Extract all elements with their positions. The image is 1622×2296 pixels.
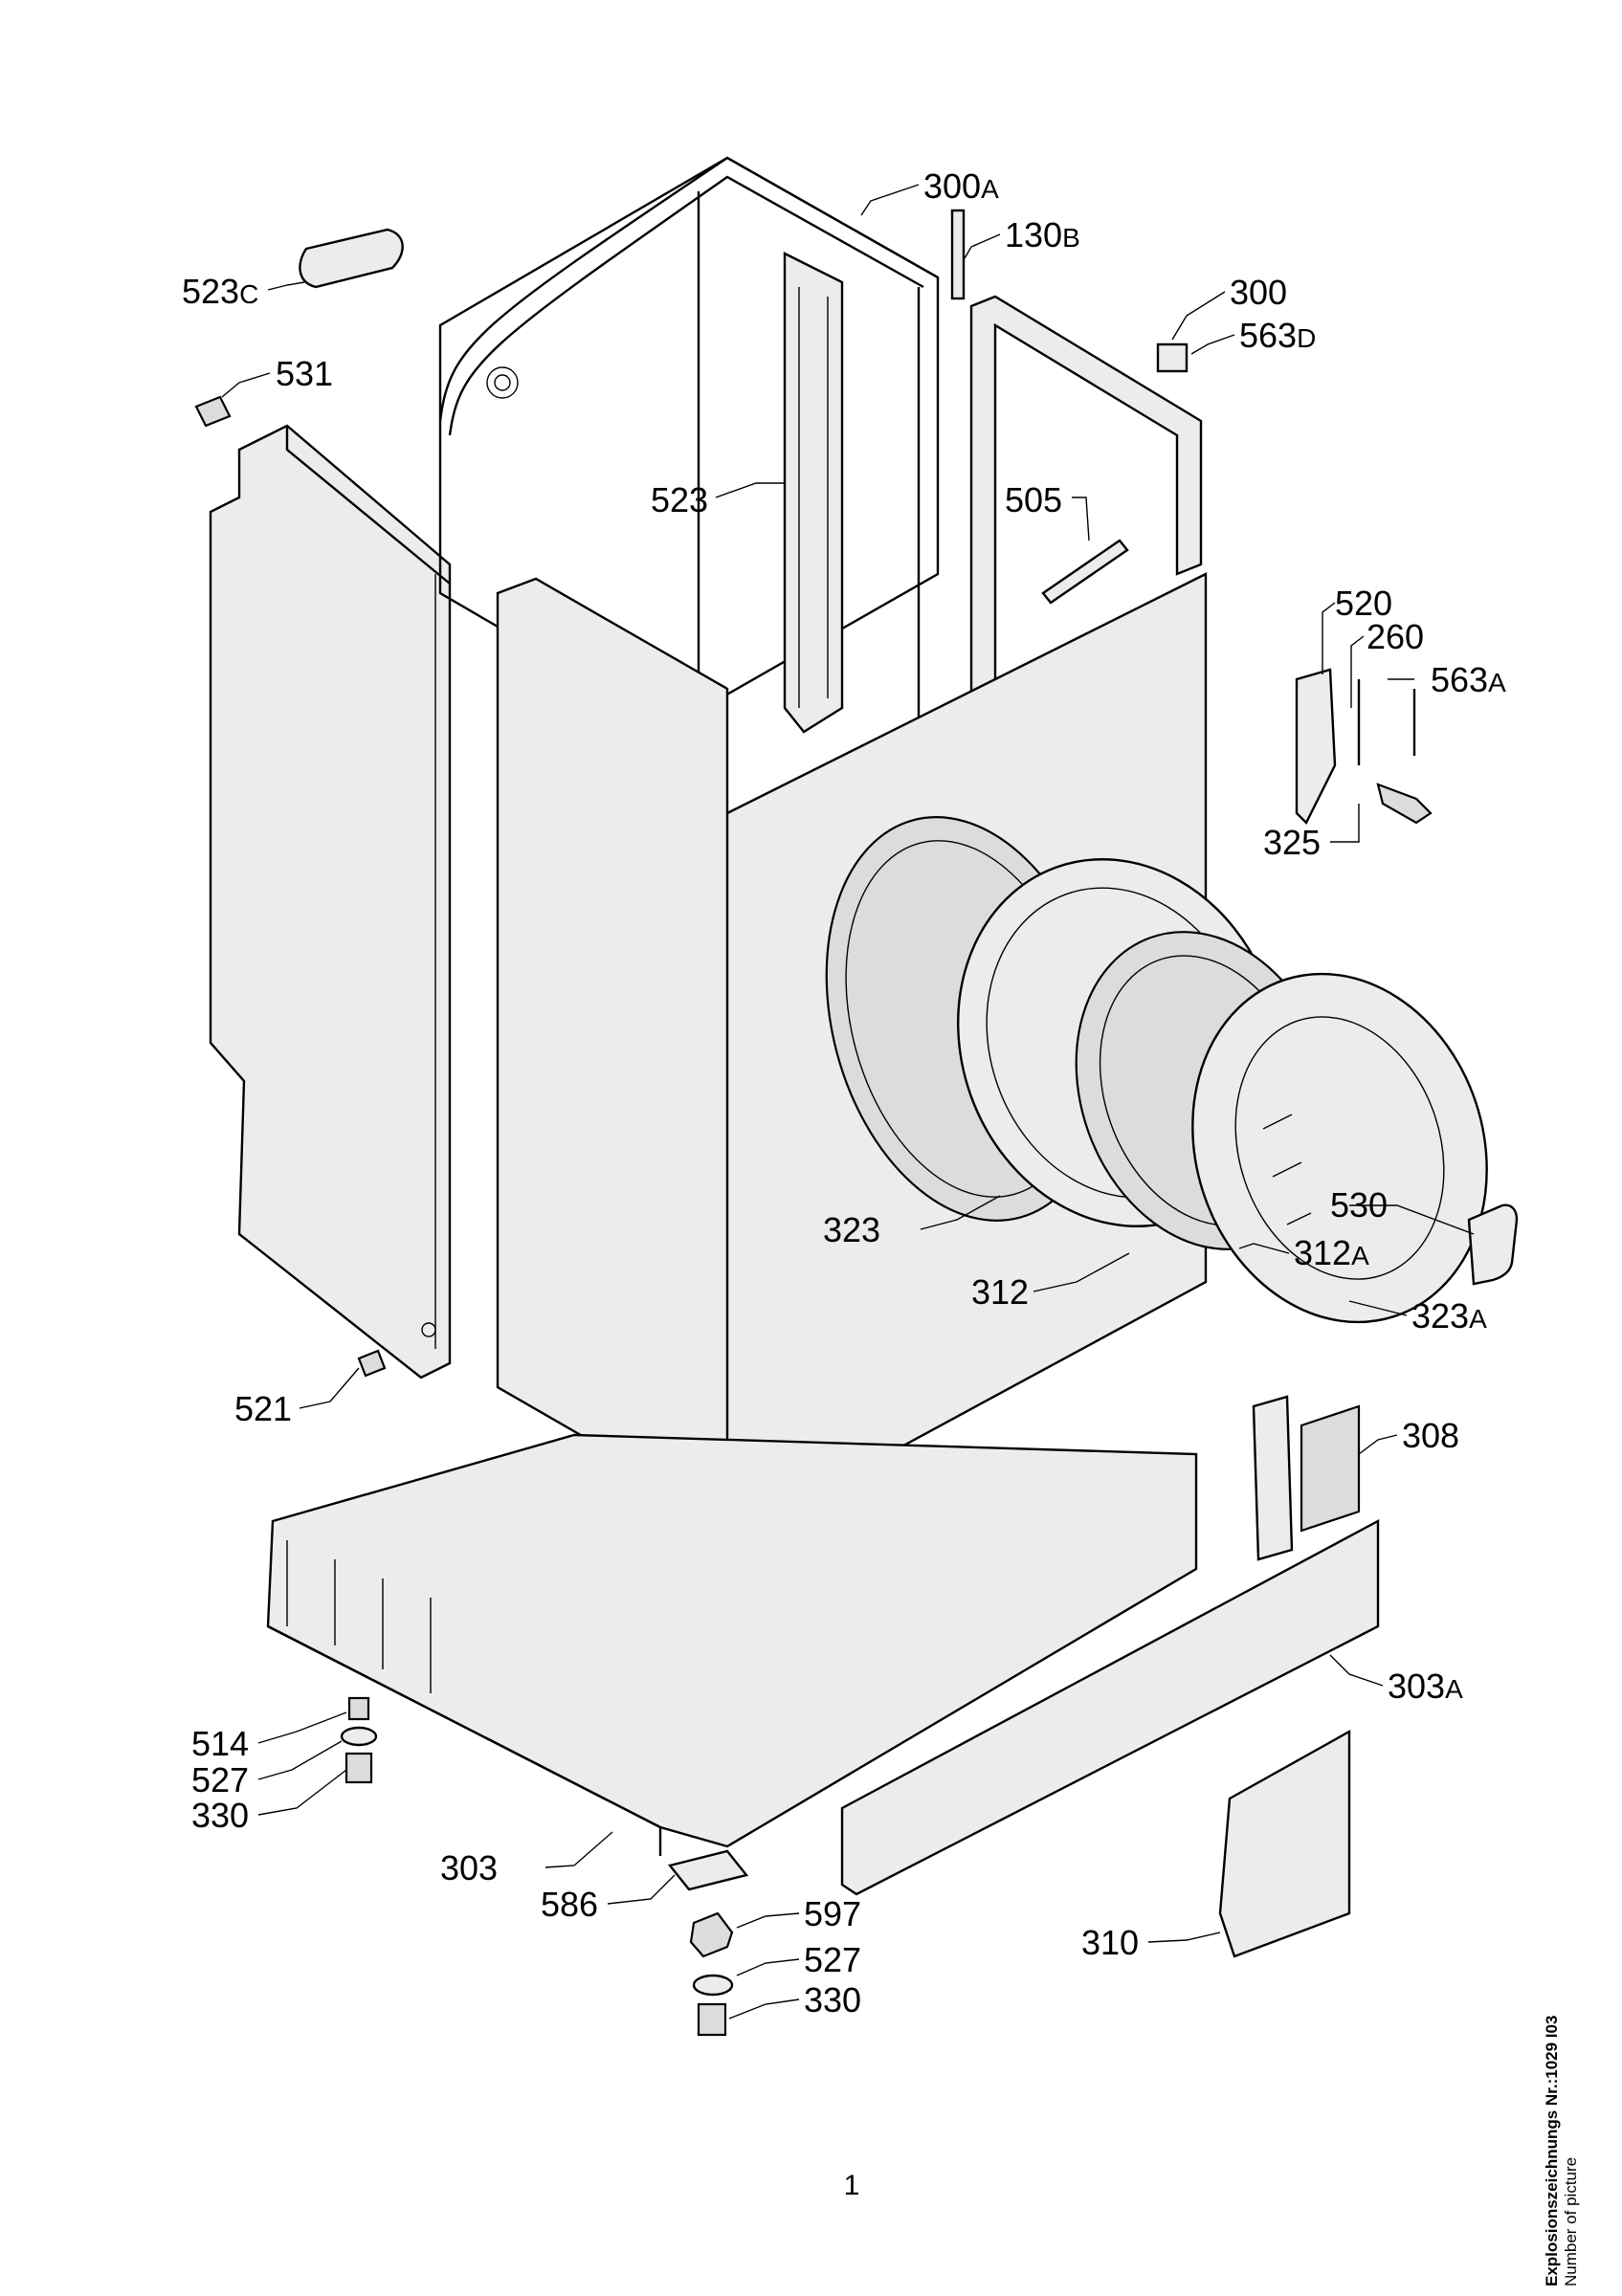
label-330-left: 330: [191, 1796, 249, 1835]
part-labels: 300A 130B 523C 300 563D 531 523 505 520 …: [182, 166, 1506, 2020]
label-505: 505: [1005, 480, 1062, 519]
label-523c: 523C: [182, 272, 258, 311]
feet-right: [667, 1849, 749, 2037]
side-panel-left: [209, 424, 452, 1380]
label-323: 323: [823, 1210, 880, 1249]
label-514: 514: [191, 1724, 249, 1763]
page-number: 1: [843, 2170, 860, 2201]
rod-505: [1041, 539, 1129, 605]
label-312a: 312A: [1294, 1233, 1369, 1272]
label-325: 325: [1263, 823, 1321, 862]
picture-caption: Number of picture: [1562, 2156, 1580, 2286]
lock-parts: [1295, 668, 1433, 826]
label-330-right: 330: [804, 1980, 861, 2020]
hinge-308: [1252, 1395, 1361, 1561]
label-310: 310: [1081, 1923, 1139, 1962]
plinth-303a: [840, 1518, 1380, 1896]
label-527-right: 527: [804, 1940, 861, 1979]
label-530: 530: [1330, 1185, 1388, 1225]
label-563a: 563A: [1431, 660, 1506, 699]
leader-lines: [221, 184, 1475, 2020]
feet-left: [340, 1696, 378, 1784]
label-130b: 130B: [1005, 215, 1080, 254]
label-531: 531: [276, 354, 333, 393]
panel-310: [1218, 1729, 1351, 1958]
label-312: 312: [971, 1272, 1029, 1312]
label-523: 523: [651, 480, 708, 519]
part-563d: [1156, 342, 1189, 373]
clip-523c: [299, 228, 404, 289]
rear-frame: [438, 156, 940, 756]
cable-strip: [783, 252, 844, 734]
label-527-left: 527: [191, 1760, 249, 1799]
label-586: 586: [541, 1885, 598, 1924]
screw-521: [357, 1349, 387, 1378]
door-ring: [1191, 972, 1488, 1324]
screw-531: [194, 395, 232, 428]
rod-130b: [950, 209, 966, 300]
label-521: 521: [234, 1389, 292, 1428]
door-handle: [1467, 1203, 1519, 1286]
label-597: 597: [804, 1894, 861, 1933]
label-300a: 300A: [923, 166, 999, 206]
label-260: 260: [1366, 617, 1424, 656]
base-frame: [266, 1433, 1198, 1856]
label-303a: 303A: [1388, 1667, 1463, 1706]
label-520: 520: [1335, 584, 1392, 623]
drawing-id-block: Explosionszeichnungs Nr.:1029 I03 Number…: [1543, 1885, 1600, 2286]
drawing-number: Explosionszeichnungs Nr.:1029 I03: [1543, 2015, 1561, 2286]
label-308: 308: [1402, 1416, 1459, 1455]
label-563d: 563D: [1239, 316, 1316, 355]
label-323a: 323A: [1411, 1296, 1487, 1336]
label-300: 300: [1230, 273, 1287, 312]
label-303: 303: [440, 1848, 498, 1888]
